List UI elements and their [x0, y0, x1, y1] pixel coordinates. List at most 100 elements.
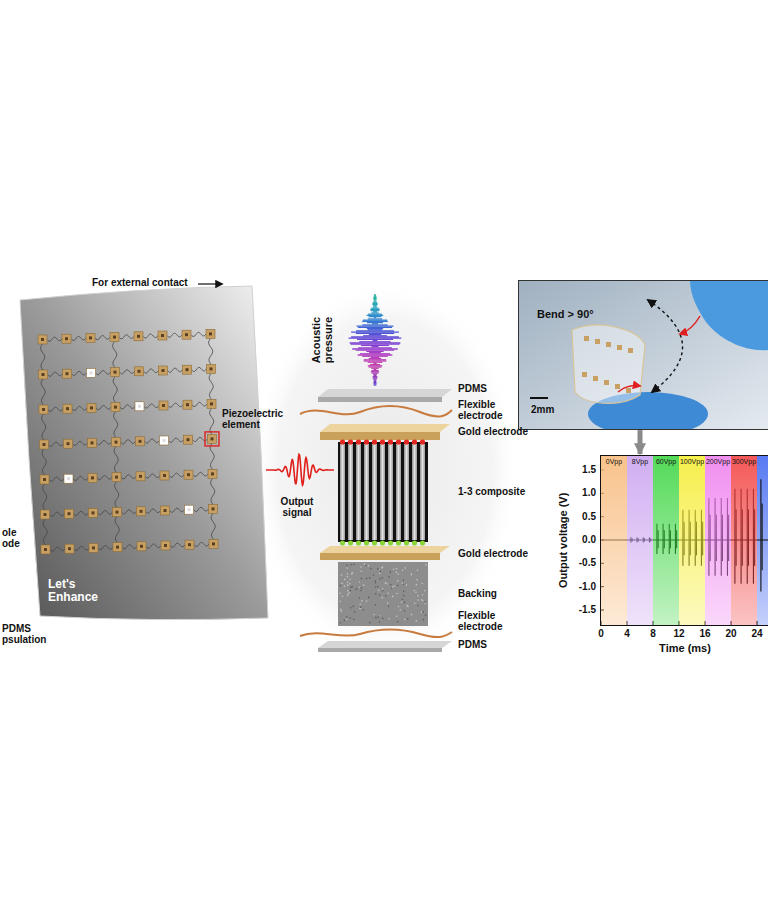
serpentine-wire [49, 477, 64, 481]
element-core [164, 544, 167, 547]
speckle [396, 593, 398, 595]
charge-dot [412, 540, 417, 545]
cut-label: PDMS psulation [2, 623, 58, 645]
element-pad [137, 507, 146, 516]
pressure-bar [373, 311, 377, 312]
piezo-element [41, 510, 50, 519]
speckle [363, 584, 365, 586]
serpentine-wire [209, 338, 213, 364]
charge-dot [404, 439, 409, 444]
serpentine-wire [50, 512, 65, 516]
piezo-element [159, 401, 168, 410]
layer-label: 1-3 composite [458, 486, 525, 497]
voltage-band: 300Vpp [731, 456, 757, 625]
element-pad [135, 402, 144, 411]
pdms-front [318, 397, 442, 402]
red-arrow [618, 386, 640, 392]
speckle [425, 614, 427, 616]
voltage-band: 8Vpp [627, 456, 653, 625]
element-pad [185, 540, 194, 549]
layer-label: Backing [458, 588, 497, 599]
patch-pad [595, 339, 600, 344]
speckle [422, 611, 424, 613]
rolled-patch [572, 325, 645, 403]
piezo-element [206, 329, 215, 338]
serpentine-wire [97, 441, 112, 445]
piezo-element [135, 367, 144, 376]
piezo-element [113, 508, 122, 517]
serpentine-wire [192, 367, 207, 371]
speckle [368, 565, 370, 567]
speckle [354, 563, 356, 565]
piezo-element [208, 434, 217, 443]
pressure-bar [359, 341, 390, 342]
element-core [211, 437, 214, 440]
speckle [397, 621, 399, 623]
speckle [421, 611, 423, 613]
serpentine-wire [170, 543, 185, 547]
element-pad [158, 331, 167, 340]
pressure-bar [363, 335, 387, 336]
piezo-pillar [404, 444, 409, 540]
pressure-bar [373, 377, 378, 378]
speckle [377, 616, 379, 618]
element-pad [62, 334, 71, 343]
serpentine-wire [42, 414, 46, 440]
element-pad [112, 473, 121, 482]
element-pad [207, 364, 216, 373]
charge-dot [420, 439, 425, 444]
pressure-bar [372, 303, 377, 304]
speckle [402, 569, 404, 571]
patch-pad [617, 345, 622, 350]
serpentine-wire [209, 373, 213, 399]
serpentine-wire [121, 440, 136, 444]
element-pad [113, 508, 122, 517]
element-pad [207, 399, 216, 408]
speckle [340, 622, 342, 624]
pressure-bar [372, 304, 377, 305]
serpentine-wire [74, 546, 89, 550]
speckle [382, 566, 384, 568]
element-core [92, 511, 95, 514]
speckle [377, 586, 379, 588]
charge-dot [364, 439, 369, 444]
pressure-bar [374, 296, 377, 297]
element-core [91, 441, 94, 444]
element-core [89, 336, 92, 339]
voltage-band: 60Vpp [653, 456, 679, 625]
speckle [370, 568, 372, 570]
serpentine-wires [41, 332, 216, 551]
element-core [115, 476, 118, 479]
speckle [350, 587, 352, 589]
piezo-element [63, 369, 72, 378]
charge-dot [348, 540, 353, 545]
element-core [186, 403, 189, 406]
pressure-bar [361, 345, 389, 346]
speckle [403, 591, 405, 593]
speckle [411, 574, 413, 576]
pressure-bar [371, 370, 378, 371]
element-pad [209, 504, 218, 513]
serpentine-wire [50, 547, 65, 551]
pressure-bar [371, 357, 380, 358]
charge-dot [348, 439, 353, 444]
pressure-bar [358, 354, 393, 355]
red-arrow [680, 316, 700, 334]
speckle [344, 585, 346, 587]
pressure-bar [364, 360, 387, 361]
scale-label: 2mm [531, 404, 554, 416]
element-pad [113, 543, 122, 552]
pressure-bar [358, 327, 392, 328]
element-core [137, 335, 140, 338]
piezo-element [185, 505, 194, 514]
element-pad [63, 369, 72, 378]
speckle [387, 602, 389, 604]
pressure-bar [374, 300, 376, 301]
flow-arrow [638, 430, 643, 454]
pressure-bar [368, 362, 383, 363]
piezo-element [63, 404, 72, 413]
patch-pad [593, 376, 598, 381]
element-pad [41, 510, 50, 519]
speckle [392, 596, 394, 598]
element-core [116, 546, 119, 549]
